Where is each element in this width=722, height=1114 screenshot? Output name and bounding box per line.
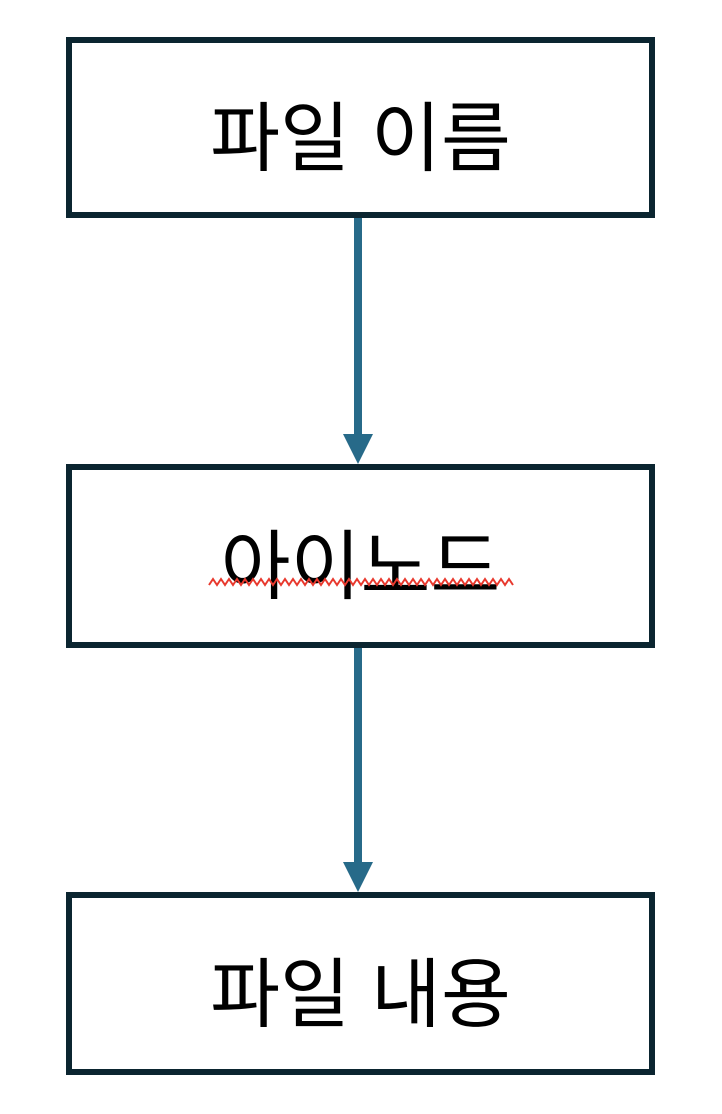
node-label: 파일 이름 [210,96,511,182]
node-inode: 아이노드 [66,464,655,648]
node-file-contents: 파일 내용 [66,892,655,1075]
down-arrow-icon [343,218,373,464]
node-file-name: 파일 이름 [66,37,655,218]
down-arrow-icon [343,648,373,892]
node-label: 파일 내용 [210,952,511,1038]
node-label: 아이노드 [220,525,501,610]
arrow-inode-to-file-contents [326,648,390,892]
arrow-file-name-to-inode [326,218,390,464]
